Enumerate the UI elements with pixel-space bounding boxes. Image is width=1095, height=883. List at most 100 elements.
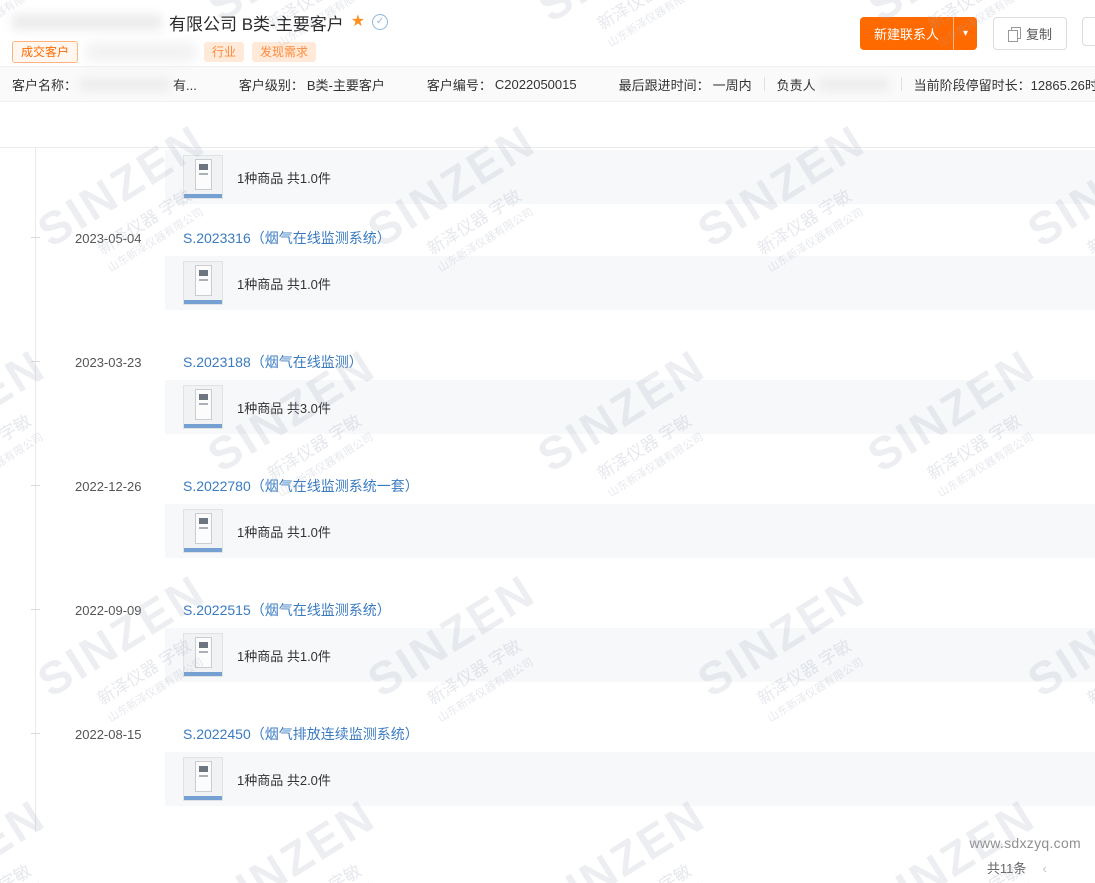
customer-level-label: 客户级别： (238, 77, 304, 93)
discover-need-tag: 发现需求 (252, 42, 317, 62)
order-date: 2022-09-09 (75, 603, 142, 618)
redacted-company-name (12, 14, 162, 30)
new-contact-button[interactable]: 新建联系人 ▾ (859, 17, 977, 50)
order-card: S.2022780（烟气在线监测系统一套） 1种商品 共1.0件 (165, 468, 1095, 558)
order-card: 1种商品 共1.0件 (165, 150, 1095, 204)
owner-group: 负责人 (777, 75, 889, 94)
timeline-tick (31, 485, 40, 486)
product-thumbnail-image[interactable] (183, 633, 223, 677)
order-body: 1种商品 共1.0件 (165, 256, 1095, 310)
timeline-tick (31, 733, 40, 734)
copy-button[interactable]: 复制 (992, 17, 1067, 50)
website-url: www.sdxzyq.com (969, 835, 1081, 851)
customer-info-bar: 客户名称： 有... 客户级别： B类-主要客户 客户编号： C20220500… (0, 66, 1095, 102)
instrument-cabinet-graphic (195, 761, 212, 792)
stage-duration-label: 当前阶段停留时长： (913, 77, 1031, 93)
instrument-cabinet-graphic (195, 159, 212, 190)
order-date: 2022-08-15 (75, 727, 142, 742)
timeline-tick (31, 237, 40, 238)
last-follow-label: 最后跟进时间： (618, 77, 710, 93)
timeline-axis (35, 148, 36, 832)
order-link[interactable]: S.2022780（烟气在线监测系统一套） (165, 468, 1095, 504)
customer-number-label: 客户编号： (426, 77, 492, 93)
copy-icon (1007, 27, 1021, 42)
tab-bar (0, 102, 1095, 148)
order-summary: 1种商品 共1.0件 (237, 276, 331, 292)
order-date (0, 150, 165, 204)
order-item: 1种商品 共1.0件 (0, 150, 1095, 204)
title-row: 有限公司 B类-主要客户 ★ ✓ (12, 9, 1083, 35)
divider (900, 77, 902, 91)
order-summary: 1种商品 共3.0件 (237, 400, 331, 416)
order-card: S.2022515（烟气在线监测系统） 1种商品 共1.0件 (165, 592, 1095, 682)
redacted-tag-text (86, 43, 197, 61)
order-body: 1种商品 共1.0件 (165, 628, 1095, 682)
order-item: 2023-03-23 S.2023188（烟气在线监测） 1种商品 共3.0件 (0, 344, 1095, 434)
order-item: 2022-12-26 S.2022780（烟气在线监测系统一套） 1种商品 共1… (0, 468, 1095, 558)
product-thumbnail-image[interactable] (183, 385, 223, 429)
order-summary: 1种商品 共1.0件 (237, 648, 331, 664)
customer-header: 有限公司 B类-主要客户 ★ ✓ 成交客户 行业 发现需求 新建联系人 ▾ 复制… (0, 0, 1095, 66)
tag-row: 成交客户 行业 发现需求 (12, 41, 1083, 63)
order-card: S.2023316（烟气在线监测系统） 1种商品 共1.0件 (165, 220, 1095, 310)
star-favorite-icon[interactable]: ★ (350, 13, 366, 30)
stage-duration-group: 当前阶段停留时长： 12865.26时 (889, 75, 1095, 94)
pagination: 共11条 ‹ (969, 858, 1081, 877)
order-body: 1种商品 共1.0件 (165, 150, 1095, 204)
customer-level-group: 客户级别： B类-主要客户 (239, 75, 385, 94)
last-follow-group: 最后跟进时间： 一周内 (619, 75, 752, 94)
customer-name-value: 有... (173, 77, 197, 93)
redacted-customer-name (80, 77, 171, 91)
instrument-cabinet-graphic (195, 389, 212, 420)
order-summary: 1种商品 共1.0件 (237, 170, 331, 186)
customer-number-value: C2022050015 (494, 76, 577, 92)
divider (763, 77, 765, 91)
new-contact-label[interactable]: 新建联系人 (873, 27, 939, 42)
product-thumbnail-image[interactable] (183, 261, 223, 305)
chevron-down-icon[interactable]: ▾ (952, 17, 977, 50)
order-card: S.2023188（烟气在线监测） 1种商品 共3.0件 (165, 344, 1095, 434)
order-body: 1种商品 共1.0件 (165, 504, 1095, 558)
product-thumbnail-image[interactable] (183, 155, 223, 199)
industry-tag: 行业 (204, 42, 245, 62)
contract-orders-panel: 1种商品 共1.0件 2023-05-04 S.2023316（烟气在线监测系统… (0, 148, 1095, 832)
instrument-cabinet-graphic (195, 513, 212, 544)
order-link[interactable]: S.2022450（烟气排放连续监测系统） (165, 716, 1095, 752)
order-item: 2023-05-04 S.2023316（烟气在线监测系统） 1种商品 共1.0… (0, 220, 1095, 310)
order-link[interactable]: S.2022515（烟气在线监测系统） (165, 592, 1095, 628)
header-actions: 新建联系人 ▾ 复制 (859, 17, 1067, 50)
stage-duration-value: 12865.26时 (1030, 77, 1095, 93)
more-action-button[interactable]: ✎ (1082, 17, 1095, 46)
order-link[interactable]: S.2023188（烟气在线监测） (165, 344, 1095, 380)
order-link[interactable]: S.2023316（烟气在线监测系统） (165, 220, 1095, 256)
deal-customer-tag: 成交客户 (12, 41, 79, 63)
customer-level-value: B类-主要客户 (306, 77, 385, 93)
order-card: S.2022450（烟气排放连续监测系统） 1种商品 共2.0件 (165, 716, 1095, 806)
timeline-tick (31, 609, 40, 610)
instrument-cabinet-graphic (195, 637, 212, 668)
order-item: 2022-09-09 S.2022515（烟气在线监测系统） 1种商品 共1.0… (0, 592, 1095, 682)
instrument-cabinet-graphic (195, 265, 212, 296)
chevron-left-icon[interactable]: ‹ (1042, 859, 1047, 876)
product-thumbnail-image[interactable] (183, 757, 223, 801)
order-date: 2023-05-04 (75, 231, 142, 246)
copy-label: 复制 (1025, 27, 1052, 42)
customer-number-group: 客户编号： C2022050015 (427, 75, 577, 94)
product-thumbnail-image[interactable] (183, 509, 223, 553)
last-follow-value: 一周内 (712, 77, 752, 93)
redacted-owner-name (818, 77, 889, 91)
order-date: 2023-03-23 (75, 355, 142, 370)
order-summary: 1种商品 共2.0件 (237, 772, 331, 788)
page-title: 有限公司 B类-主要客户 (169, 14, 344, 34)
order-body: 1种商品 共3.0件 (165, 380, 1095, 434)
footer: www.sdxzyq.com 共11条 ‹ (969, 835, 1081, 877)
customer-name-label: 客户名称： (12, 77, 78, 93)
order-date: 2022-12-26 (75, 479, 142, 494)
order-list: 1种商品 共1.0件 2023-05-04 S.2023316（烟气在线监测系统… (0, 148, 1095, 806)
customer-name-group: 客户名称： 有... (12, 75, 197, 94)
timeline-tick (31, 361, 40, 362)
order-body: 1种商品 共2.0件 (165, 752, 1095, 806)
order-summary: 1种商品 共1.0件 (237, 524, 331, 540)
verified-badge-icon: ✓ (372, 14, 389, 30)
order-item: 2022-08-15 S.2022450（烟气排放连续监测系统） 1种商品 共2… (0, 716, 1095, 806)
